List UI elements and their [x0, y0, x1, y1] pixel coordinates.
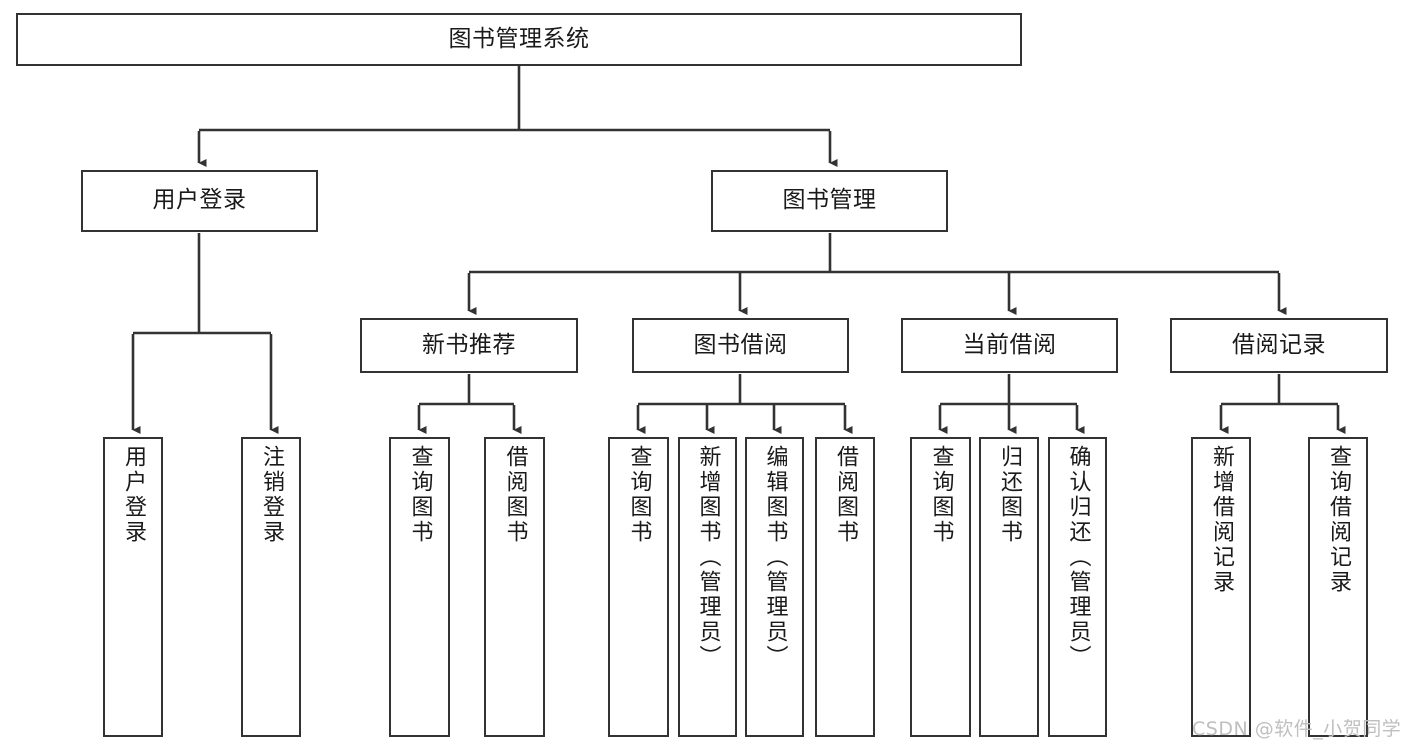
- node-label-new-book-recommend: 新书推荐: [422, 331, 516, 358]
- node-leaf-add-record[interactable]: 新增借阅记录: [1191, 437, 1251, 737]
- node-leaf-query-book-3[interactable]: 查询图书: [910, 437, 971, 737]
- node-label-leaf-logout-login: 注销登录: [259, 445, 284, 545]
- node-current-borrow[interactable]: 当前借阅: [901, 318, 1118, 373]
- node-root-book-management-system[interactable]: 图书管理系统: [16, 13, 1022, 66]
- node-label-current-borrow: 当前借阅: [962, 331, 1057, 358]
- node-leaf-add-book[interactable]: 新增图书（管理员）: [678, 437, 737, 737]
- node-label-leaf-query-book-3: 查询图书: [928, 445, 954, 545]
- node-leaf-borrow-book-1[interactable]: 借阅图书: [484, 437, 545, 737]
- node-new-book-recommend[interactable]: 新书推荐: [360, 318, 578, 373]
- node-label-leaf-return-book: 归还图书: [997, 445, 1022, 545]
- node-label-leaf-borrow-book-1: 借阅图书: [502, 445, 528, 545]
- node-label-leaf-add-book: 新增图书（管理员）: [695, 445, 721, 670]
- node-label-leaf-edit-book: 编辑图书（管理员）: [762, 445, 788, 670]
- csdn-watermark: CSDN @软件_小贺同学: [1192, 718, 1402, 740]
- node-book-management[interactable]: 图书管理: [711, 170, 948, 232]
- node-leaf-query-book-1[interactable]: 查询图书: [389, 437, 450, 737]
- node-leaf-query-book-2[interactable]: 查询图书: [608, 437, 669, 737]
- node-label-leaf-borrow-book-2: 借阅图书: [833, 445, 858, 545]
- node-book-borrow[interactable]: 图书借阅: [632, 318, 849, 373]
- node-label-leaf-query-book-2: 查询图书: [626, 445, 652, 545]
- node-label-leaf-query-book-1: 查询图书: [407, 445, 433, 545]
- node-leaf-return-book[interactable]: 归还图书: [979, 437, 1039, 737]
- node-label-root: 图书管理系统: [448, 25, 590, 52]
- node-label-leaf-user-login: 用户登录: [121, 445, 146, 545]
- node-leaf-user-login[interactable]: 用户登录: [103, 437, 163, 737]
- node-leaf-logout-login[interactable]: 注销登录: [241, 437, 301, 737]
- node-leaf-edit-book[interactable]: 编辑图书（管理员）: [745, 437, 804, 737]
- node-label-leaf-add-record: 新增借阅记录: [1209, 445, 1234, 595]
- node-label-borrow-record: 借阅记录: [1232, 331, 1326, 358]
- node-user-login[interactable]: 用户登录: [81, 170, 318, 232]
- node-label-user-login: 用户登录: [152, 187, 247, 214]
- node-leaf-query-record[interactable]: 查询借阅记录: [1308, 437, 1368, 737]
- node-label-leaf-confirm-return: 确认归还（管理员）: [1065, 445, 1091, 670]
- node-label-leaf-query-record: 查询借阅记录: [1326, 445, 1351, 595]
- node-label-book-management: 图书管理: [782, 187, 877, 214]
- node-leaf-borrow-book-2[interactable]: 借阅图书: [815, 437, 875, 737]
- node-borrow-record[interactable]: 借阅记录: [1170, 318, 1388, 373]
- node-leaf-confirm-return[interactable]: 确认归还（管理员）: [1048, 437, 1107, 737]
- node-label-book-borrow: 图书借阅: [693, 331, 788, 358]
